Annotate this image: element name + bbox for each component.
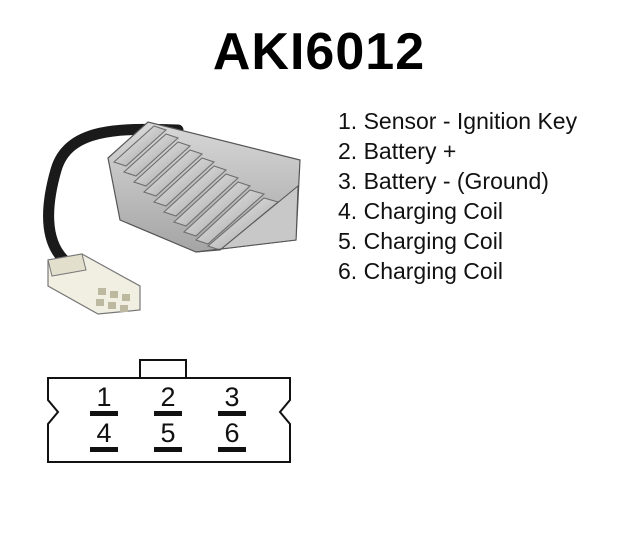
cooling-fins (112, 125, 280, 251)
pin-terminal (218, 447, 246, 452)
pin-item: 4. Charging Coil (338, 198, 503, 224)
page-title: AKI6012 (212, 23, 426, 81)
pin-item: 1. Sensor - Ignition Key (338, 108, 578, 134)
pin-assignment-list: 1. Sensor - Ignition Key 2. Battery + 3.… (338, 106, 577, 286)
pin-item: 2. Battery + (338, 138, 457, 164)
pin-number-6: 6 (224, 418, 239, 448)
cable (43, 123, 184, 266)
pin-terminal (90, 411, 118, 416)
pin-terminal (90, 447, 118, 452)
pin-number-1: 1 (96, 382, 111, 412)
connector-pinout-diagram: 1 2 3 4 5 6 (47, 359, 291, 463)
connector-plug (47, 253, 141, 315)
pin-item: 6. Charging Coil (338, 258, 503, 284)
pin-number-4: 4 (96, 418, 111, 448)
pin-terminal (154, 447, 182, 452)
pin-item: 3. Battery - (Ground) (338, 168, 549, 194)
pin-number-5: 5 (160, 418, 175, 448)
pin-terminal (154, 411, 182, 416)
voltage-regulator-image (43, 121, 301, 315)
pin-number-3: 3 (224, 382, 239, 412)
pin-item: 5. Charging Coil (338, 228, 503, 254)
pin-terminal (218, 411, 246, 416)
pin-number-2: 2 (160, 382, 175, 412)
connector-outline (47, 377, 291, 463)
front-face (195, 184, 299, 253)
